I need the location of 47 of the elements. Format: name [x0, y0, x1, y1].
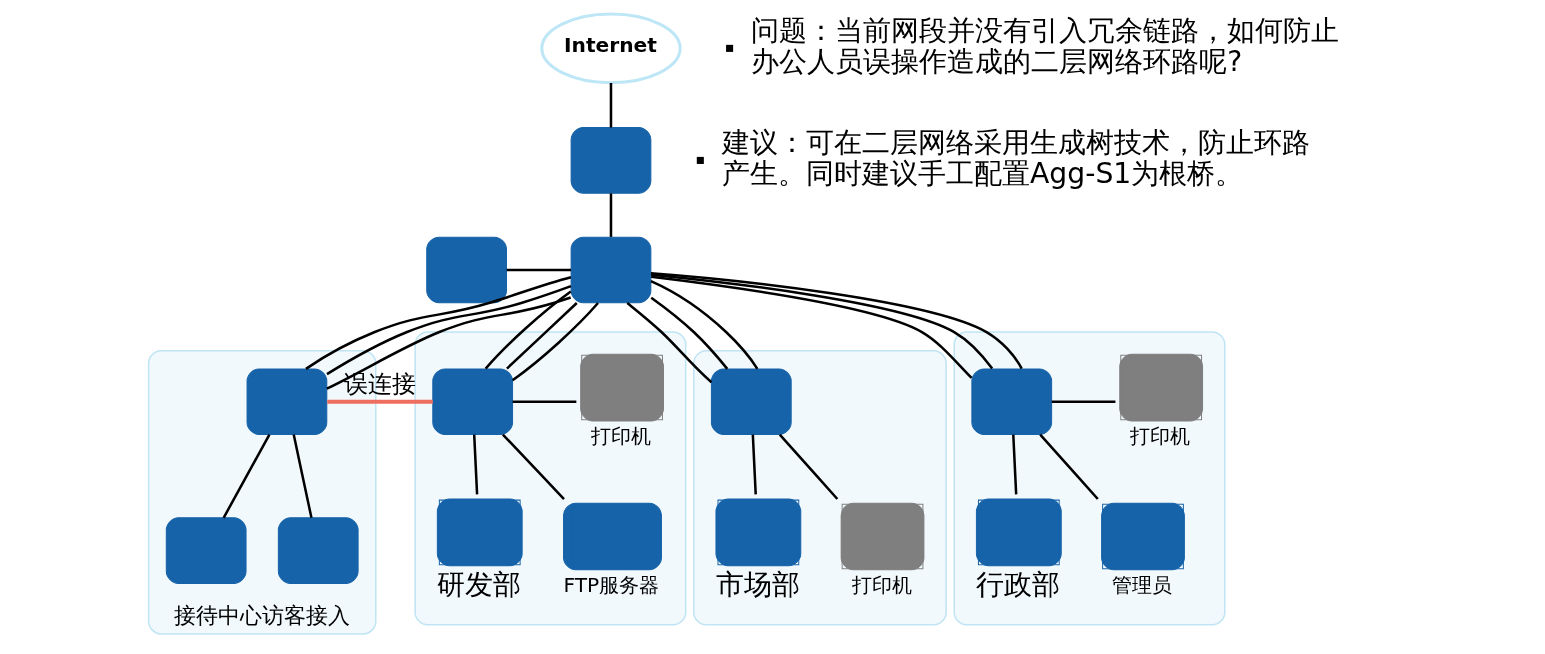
- node-label: 研发部: [437, 567, 522, 601]
- connector: [326, 295, 572, 390]
- connector: [512, 399, 577, 403]
- connector: [609, 82, 613, 127]
- node-box: [710, 367, 792, 435]
- cluster: [953, 330, 1226, 626]
- connector: [506, 268, 572, 271]
- connector: [305, 275, 572, 370]
- connector: [222, 433, 271, 518]
- node-box: [165, 516, 247, 584]
- label: 问题：当前网段并没有引入冗余链路，如何防止办公人员误操作造成的二层网络环路呢?: [751, 13, 1340, 78]
- node-label: 市场部: [715, 567, 800, 601]
- connector: [609, 192, 613, 237]
- connector: [484, 290, 572, 369]
- connector: [651, 275, 973, 379]
- node-label: 管理员: [1112, 572, 1173, 597]
- cluster: [693, 349, 947, 626]
- node-box: [570, 236, 652, 303]
- connector: [778, 433, 839, 500]
- node-label: 打印机: [1130, 423, 1191, 448]
- node-label: 打印机: [851, 572, 912, 597]
- connector: [292, 433, 313, 518]
- connector: [1051, 399, 1116, 403]
- node-box: [277, 516, 359, 584]
- node-ellipse: Internet: [540, 12, 682, 84]
- connector: [650, 296, 729, 370]
- node-box: [246, 367, 328, 435]
- connector: [1039, 433, 1099, 500]
- connector: [472, 434, 479, 494]
- connector: [650, 279, 759, 370]
- connector: [326, 284, 572, 375]
- connector: [327, 399, 433, 404]
- connector: [626, 301, 713, 383]
- connector: [511, 301, 599, 381]
- node-box: [426, 236, 507, 303]
- connector: [1012, 434, 1018, 494]
- node-label: 打印机: [591, 423, 652, 448]
- label: 建议：可在二层网络采用生成树技术，防止环路产生。同时建议手工配置Agg-S1为根桥。: [722, 125, 1311, 190]
- connector: [506, 301, 578, 369]
- cluster: [414, 330, 687, 626]
- node-box: [570, 126, 652, 194]
- node-box: [432, 367, 514, 435]
- node-label: FTP服务器: [563, 572, 660, 597]
- node-label: 行政部: [976, 567, 1061, 601]
- connector: [502, 433, 565, 500]
- node-box: [971, 367, 1053, 435]
- connector: [751, 434, 757, 494]
